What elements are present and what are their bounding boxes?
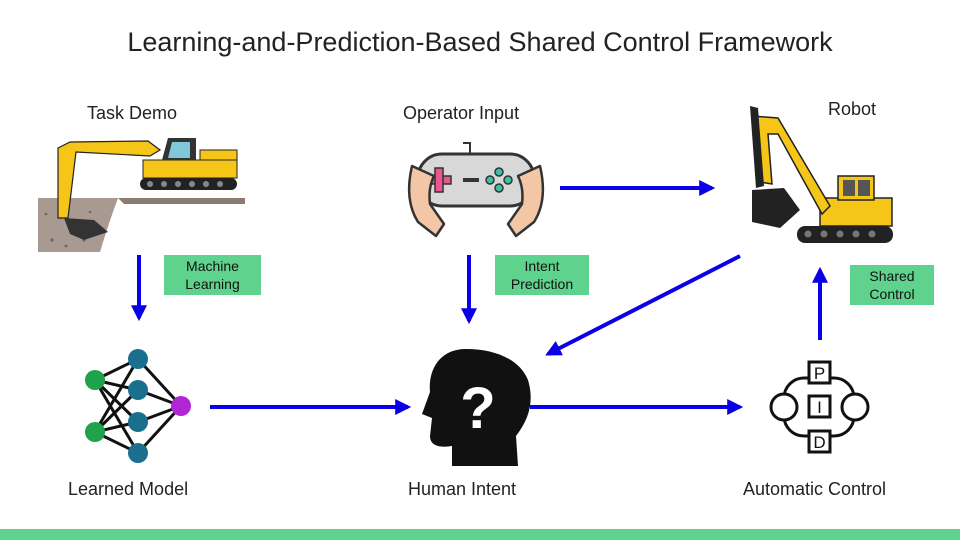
nn-input-node [85,422,105,442]
intent-prediction-line-1: Intent [524,258,560,274]
question-mark: ? [460,376,495,441]
automatic-control-label: Automatic Control [743,479,887,499]
machine-learning-line-2: Learning [185,276,240,292]
nn-hidden-node [128,412,148,432]
pid-letter-p: P [814,364,825,383]
excavator-digging-icon [38,138,245,252]
robot-label: Robot [828,99,877,119]
footer-bar [0,529,960,540]
shared-control-line-1: Shared [869,268,915,284]
human-head-question-icon: ? [422,349,531,466]
nn-hidden-node [128,443,148,463]
intent-prediction-tag: Intent Prediction [495,255,589,295]
arrow-robot-to-human-intent [545,254,741,356]
shared-control-line-2: Control [869,286,915,302]
pid-letter-i: I [817,398,822,417]
nn-input-node [85,370,105,390]
pid-letter-d: D [813,433,825,452]
shared-control-tag: Shared Control [850,265,934,305]
nn-hidden-node [128,349,148,369]
human-intent-label: Human Intent [408,479,517,499]
pid-controller-icon [769,360,870,454]
operator-input-label: Operator Input [403,103,520,123]
task-demo-label: Task Demo [87,103,178,123]
nn-output-node [171,396,191,416]
excavator-icon [750,106,893,243]
nn-connections [93,357,183,455]
machine-learning-line-1: Machine [186,258,239,274]
neural-network-icon [85,349,191,463]
nn-hidden-node [128,380,148,400]
page-title: Learning-and-Prediction-Based Shared Con… [127,27,833,57]
gamepad-hands-icon [407,142,545,238]
learned-model-label: Learned Model [68,479,189,499]
machine-learning-tag: Machine Learning [164,255,261,295]
intent-prediction-line-2: Prediction [510,276,574,292]
